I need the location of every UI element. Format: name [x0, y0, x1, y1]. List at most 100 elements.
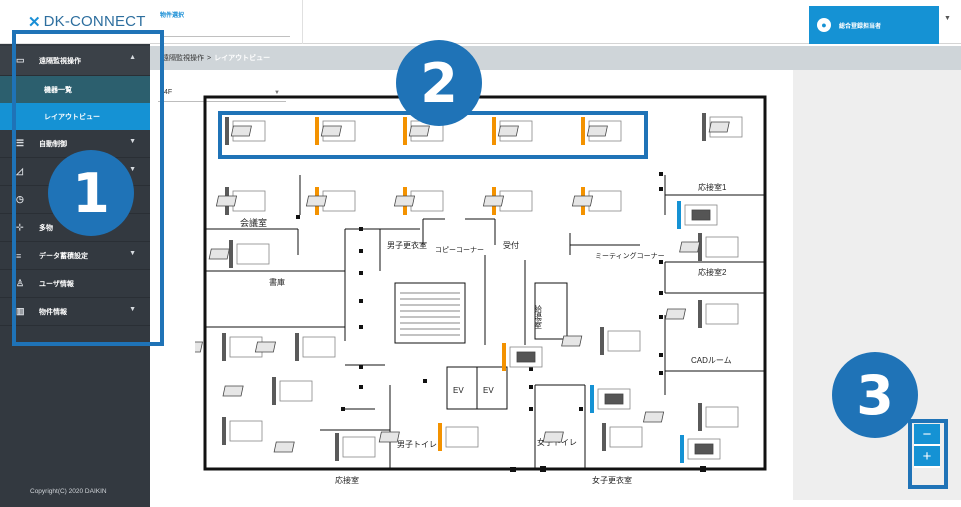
building-icon: ▥ — [16, 306, 25, 316]
room-label-copy-corner: コピーコーナー — [435, 246, 484, 254]
copyright-text: Copyright(C) 2020 DAIKIN — [30, 488, 107, 495]
user-menu[interactable]: ● 総合登録担当者 — [809, 6, 939, 44]
zoom-in-button[interactable]: + — [914, 446, 940, 468]
room-label-meeting-corner: ミーティングコーナー — [595, 251, 665, 260]
sidebar-item-user-info[interactable]: ♙ ユーザ情報 — [0, 270, 150, 298]
breadcrumb-current: レイアウトビュー — [214, 55, 271, 62]
ac-unit-box — [705, 406, 739, 428]
header-divider — [302, 0, 303, 44]
zoom-out-button[interactable]: − — [914, 424, 940, 446]
ac-unit[interactable] — [492, 117, 533, 145]
sidebar-item-label: 遠隔監視操作 — [39, 57, 81, 65]
ac-unit[interactable] — [393, 187, 444, 215]
ac-unit[interactable] — [195, 333, 263, 361]
ac-unit[interactable] — [378, 423, 479, 451]
ac-unit-status-bar — [222, 417, 226, 445]
sidebar-item-multi-property[interactable]: ⊹ 多物 — [0, 214, 150, 242]
chart-icon: ◿ — [16, 166, 23, 176]
air-conditioner-icon — [516, 351, 536, 363]
ac-unit[interactable] — [482, 187, 533, 215]
ac-unit-box — [229, 420, 263, 442]
breadcrumb-parent[interactable]: 遠隔監視操作 — [162, 55, 204, 62]
highlight-zoom — [908, 419, 948, 489]
chevron-up-icon: ▲ — [129, 54, 136, 61]
chevron-down-icon: ▼ — [129, 166, 136, 173]
ac-unit[interactable] — [679, 233, 739, 261]
sliders-icon: ☰ — [16, 138, 25, 148]
ac-unit-status-bar — [225, 117, 229, 145]
user-name: 総合登録担当者 — [839, 23, 882, 30]
floor-select[interactable]: 4F ▼ — [158, 86, 286, 102]
room-label-meeting: 会議室 — [240, 217, 267, 228]
ac-unit[interactable] — [643, 403, 739, 431]
highlight-sidebar — [12, 30, 164, 346]
sidebar-item-label: データ蓄積設定 — [39, 252, 88, 260]
property-select-label[interactable]: 物件選択 — [160, 13, 185, 19]
room-label-womens-locker: 女子更衣室 — [592, 475, 632, 485]
ac-unit[interactable] — [305, 187, 356, 215]
ac-unit[interactable] — [561, 327, 641, 355]
ac-unit-box — [236, 243, 270, 265]
ac-unit[interactable] — [225, 117, 266, 145]
ac-unit-status-bar — [438, 423, 442, 451]
chevron-down-icon: ▼ — [129, 306, 136, 313]
air-conditioner-icon — [561, 335, 583, 347]
zoom-controls: − + — [914, 424, 940, 468]
ac-unit-status-bar — [229, 240, 233, 268]
sidebar-item-data-settings[interactable]: ≡ データ蓄積設定 ▼ — [0, 242, 150, 270]
brand-logo[interactable]: ✕ DK-CONNECT — [0, 0, 150, 44]
sidebar-subitem-device-list[interactable]: 機器一覧 — [0, 76, 150, 103]
sidebar-item-property-info[interactable]: ▥ 物件情報 ▼ — [0, 298, 150, 326]
air-conditioner-icon — [482, 195, 505, 207]
sidebar-item-label: ユーザ情報 — [39, 280, 74, 288]
ac-unit-status-bar — [600, 327, 604, 355]
ac-unit-status-bar — [222, 333, 226, 361]
air-conditioner-icon — [664, 308, 686, 320]
ac-unit[interactable] — [680, 435, 721, 463]
air-conditioner-icon — [691, 209, 711, 221]
room-label-reception-room-2: 応接室2 — [698, 267, 727, 277]
ac-unit-status-bar — [315, 117, 319, 145]
callout-badge-2: 2 — [396, 40, 482, 126]
data-settings-icon: ≡ — [16, 250, 22, 261]
sidebar-subitem-layout-view[interactable]: レイアウトビュー — [0, 103, 150, 130]
floor-plan-walls — [203, 95, 767, 471]
ac-unit[interactable] — [590, 385, 631, 413]
ac-unit[interactable] — [315, 117, 356, 145]
ac-unit[interactable] — [215, 187, 266, 215]
chevron-down-icon[interactable]: ▼ — [944, 15, 951, 22]
ac-unit[interactable] — [677, 201, 718, 229]
ac-unit[interactable] — [664, 300, 739, 328]
air-conditioner-icon — [320, 125, 342, 137]
ac-unit[interactable] — [702, 113, 743, 141]
air-conditioner-icon — [273, 441, 295, 453]
ac-unit-status-bar — [680, 435, 684, 463]
ac-unit-status-bar — [698, 233, 702, 261]
air-conditioner-icon — [643, 411, 665, 423]
ac-unit[interactable] — [254, 333, 336, 361]
sidebar-item-remote-monitoring[interactable]: ▭ 遠隔監視操作 ▲ — [0, 46, 150, 76]
ac-unit[interactable] — [502, 343, 543, 371]
ac-unit-box — [705, 236, 739, 258]
air-conditioner-icon — [254, 341, 276, 353]
air-conditioner-icon — [694, 443, 714, 455]
ac-unit[interactable] — [571, 187, 622, 215]
ac-unit[interactable] — [273, 433, 376, 461]
ac-unit-status-bar — [492, 117, 496, 145]
ac-unit[interactable] — [222, 377, 313, 405]
ac-unit-box — [342, 436, 376, 458]
ac-unit-box — [322, 190, 356, 212]
ac-unit[interactable] — [195, 417, 263, 445]
floor-plan: 会議室 書庫 男子更衣室 コピーコーナー 受付 ミーティングコーナー 応接室1 … — [195, 95, 767, 485]
ac-unit[interactable] — [581, 117, 622, 145]
room-label-bottom-reception: 応接室 — [335, 475, 359, 485]
logo-text: DK-CONNECT — [43, 13, 146, 30]
room-label-reception: 受付 — [503, 240, 519, 250]
ac-unit[interactable] — [208, 240, 270, 268]
ac-units — [195, 113, 743, 463]
ac-unit[interactable] — [542, 423, 643, 451]
sidebar-menu: ▭ 遠隔監視操作 ▲ 機器一覧 レイアウトビュー ☰ 自動制御 ▼ ◿ ▼ ◷ … — [0, 46, 150, 326]
room-label-cad-room: CADルーム — [691, 356, 732, 365]
room-labels: 会議室 書庫 男子更衣室 コピーコーナー 受付 ミーティングコーナー 応接室1 … — [240, 182, 732, 485]
ac-unit-status-bar — [698, 403, 702, 431]
